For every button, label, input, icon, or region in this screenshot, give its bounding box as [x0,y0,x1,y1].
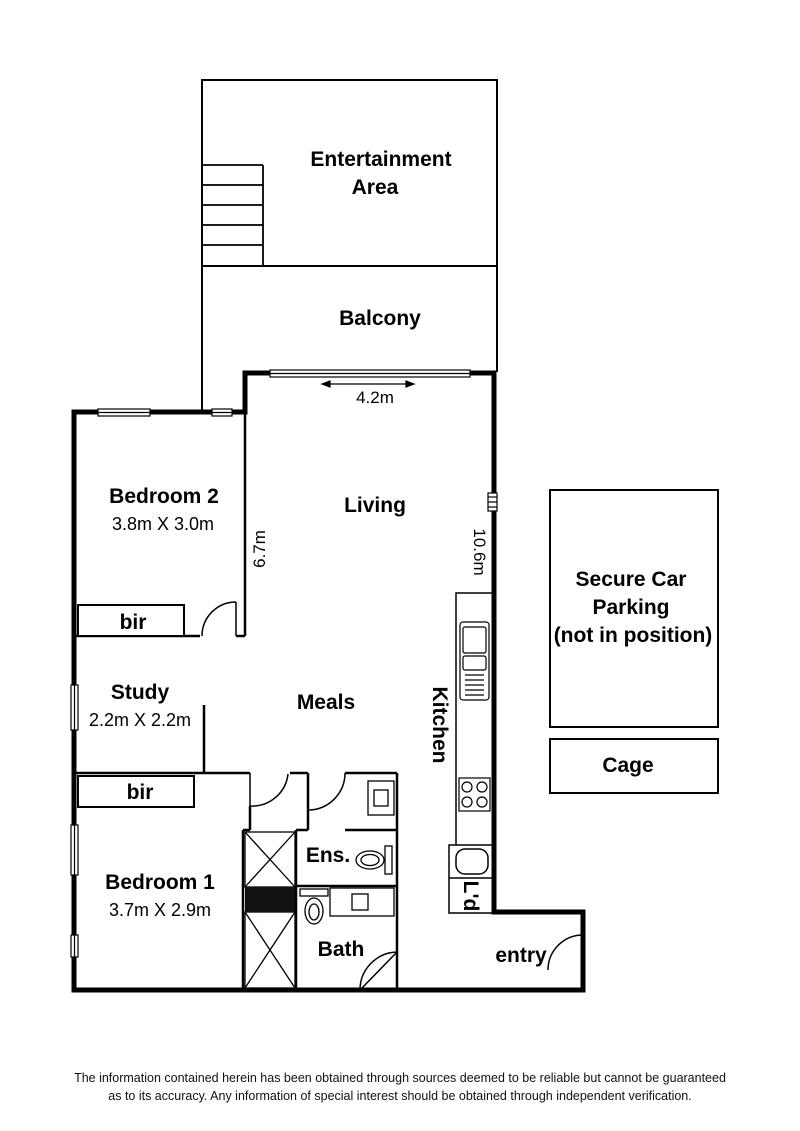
living-label: Living [344,494,406,517]
bath-label: Bath [318,938,365,961]
disclaimer-line-2: as to its accuracy. Any information of s… [108,1089,692,1103]
bir-lower-label: bir [127,781,154,804]
entertainment-label-1: Entertainment [310,148,451,171]
stairs [202,164,264,266]
windows [70,369,498,958]
outdoor-walls [201,79,498,410]
laundry [448,844,495,914]
ensuite-fixtures [355,780,395,875]
parking-label-1: Secure Car [576,568,687,591]
kitchen-bench [455,592,494,845]
study-size: 2.2m X 2.2m [89,710,191,730]
parking-label-2: Parking [592,596,669,619]
bir-lower [77,775,195,808]
right-height-dimension: 10.6m [470,528,489,575]
ensuite-label: Ens. [306,844,350,867]
cage-label: Cage [602,754,653,777]
parking-label-3: (not in position) [554,624,713,647]
balcony-label: Balcony [339,307,421,330]
bedroom1-label: Bedroom 1 [105,871,215,894]
laundry-label: L'd [459,881,482,912]
dimension-arrow [320,380,416,388]
study-label: Study [111,681,170,704]
doors [201,601,584,991]
bedroom2-size: 3.8m X 3.0m [112,514,214,534]
bir-upper [77,604,185,637]
meals-label: Meals [297,691,355,714]
left-height-dimension: 6.7m [250,530,269,568]
car-parking-box [549,489,719,728]
living-width-dimension: 4.2m [356,388,394,407]
entertainment-label-2: Area [352,176,399,199]
bath-fixtures [299,887,395,925]
cage-box [549,738,719,794]
bedroom1-size: 3.7m X 2.9m [109,900,211,920]
cooktop [458,777,491,812]
bir-upper-label: bir [120,611,147,634]
kitchen-label: Kitchen [428,686,451,763]
bedroom2-label: Bedroom 2 [109,485,219,508]
service-duct [245,887,295,912]
entry-label: entry [495,944,547,967]
disclaimer-line-1: The information contained herein has bee… [74,1071,726,1085]
sink [459,621,490,701]
